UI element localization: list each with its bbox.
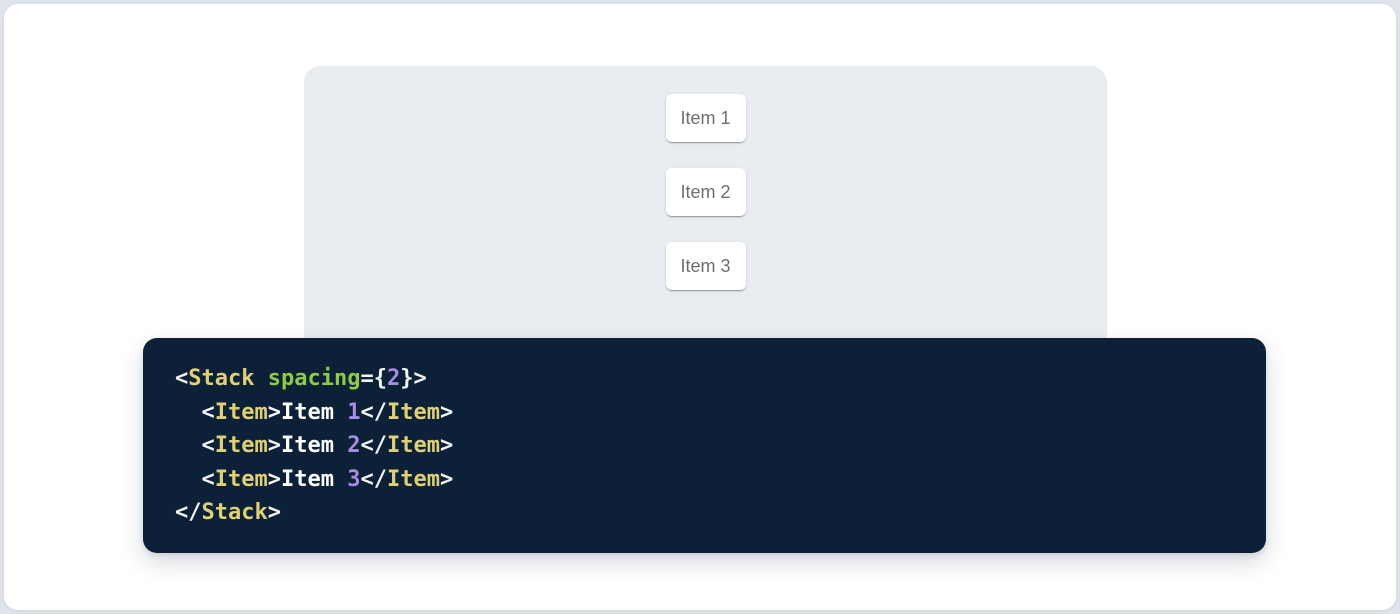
code-line: <Item>Item 2</Item>	[175, 429, 1234, 463]
code-token-number: 3	[347, 466, 361, 492]
code-token-plain: Item	[280, 433, 348, 458]
code-token-punct: </	[175, 500, 202, 525]
stack-item-3: Item 3	[665, 242, 746, 290]
code-line: <Stack spacing={2}>	[175, 362, 1234, 396]
code-token-punct: >	[439, 433, 454, 458]
code-token-tag: Item	[214, 466, 268, 492]
code-token-tag: Item	[386, 399, 440, 425]
code-token-punct: </	[360, 466, 387, 492]
code-token-punct: >	[439, 466, 454, 492]
code-token-punct: <	[201, 466, 215, 492]
code-token-plain	[175, 467, 202, 492]
code-token-number: 2	[386, 366, 401, 391]
code-token-punct: >	[439, 399, 454, 425]
stack-item-label: Item 3	[680, 255, 731, 276]
code-token-tag: Stack	[188, 366, 255, 391]
code-token-punct: >	[267, 500, 281, 525]
code-token-tag: Item	[214, 399, 268, 425]
code-token-punct: ={	[360, 366, 387, 391]
code-token-number: 1	[347, 399, 361, 425]
stack-item-1: Item 1	[665, 94, 746, 142]
stack-item-2: Item 2	[665, 168, 746, 216]
code-token-plain: Item	[280, 466, 348, 492]
code-token-punct: >	[267, 433, 281, 458]
code-token-punct: >	[267, 466, 281, 492]
code-token-tag: Item	[386, 466, 440, 492]
code-token-tag: Stack	[201, 500, 268, 525]
code-line: </Stack>	[175, 496, 1234, 530]
code-token-plain	[175, 400, 202, 425]
code-token-number: 2	[347, 433, 361, 458]
code-token-tag: Item	[386, 433, 440, 458]
code-token-punct: >	[267, 399, 281, 425]
code-token-punct: </	[360, 399, 387, 425]
code-token-punct: <	[175, 366, 189, 391]
code-token-punct: <	[201, 399, 215, 425]
code-token-attr: spacing	[267, 366, 361, 391]
stack-item-label: Item 2	[680, 181, 731, 202]
code-token-punct: <	[201, 433, 215, 458]
code-line: <Item>Item 1</Item>	[175, 396, 1234, 430]
code-token-tag: Item	[214, 433, 268, 458]
stack-container: Item 1 Item 2 Item 3	[304, 66, 1107, 290]
code-token-punct: </	[360, 433, 387, 458]
stack-item-label: Item 1	[680, 107, 731, 128]
code-lines: <Stack spacing={2}> <Item>Item 1</Item> …	[175, 362, 1234, 530]
code-token-plain	[254, 366, 267, 391]
code-token-plain	[175, 433, 202, 458]
code-token-punct: }>	[400, 366, 427, 391]
code-token-plain: Item	[280, 399, 348, 425]
stack-demo-panel: Item 1 Item 2 Item 3	[304, 66, 1107, 358]
code-snippet-block: <Stack spacing={2}> <Item>Item 1</Item> …	[143, 338, 1266, 553]
code-line: <Item>Item 3</Item>	[175, 463, 1234, 497]
page-card: Item 1 Item 2 Item 3 <Stack spacing={2}>…	[4, 4, 1396, 610]
